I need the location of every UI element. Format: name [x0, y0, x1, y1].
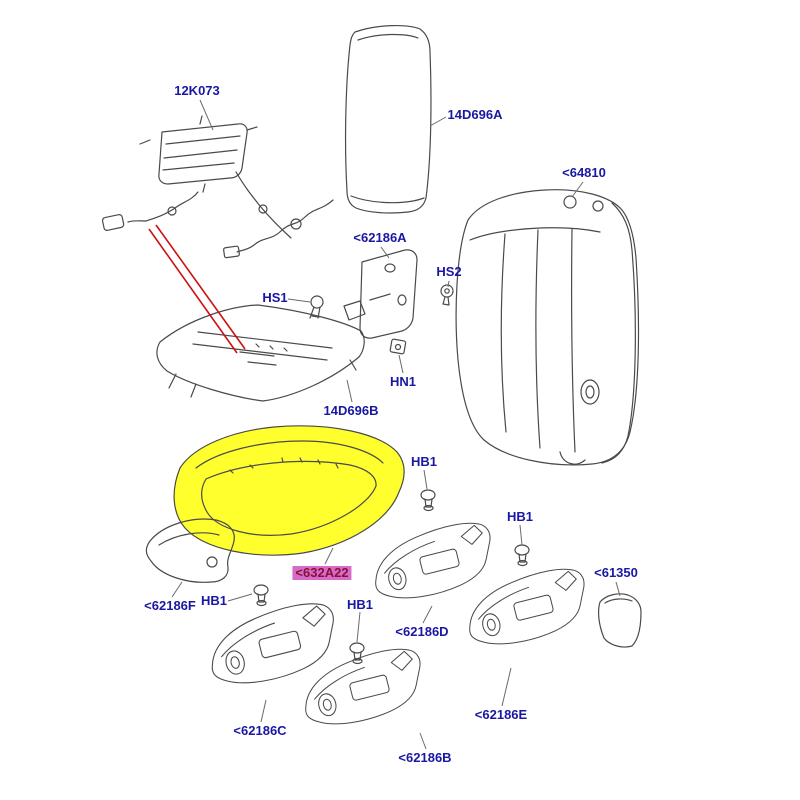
clip-hb1-icon — [253, 584, 269, 607]
seat-cushion-highlighted-drawing — [173, 425, 405, 556]
screw-hs2-icon — [440, 284, 454, 306]
part-label-12k073: 12K073 — [174, 83, 220, 98]
part-label-62186b: <62186B — [398, 750, 452, 765]
part-label-62186d: <62186D — [395, 624, 449, 639]
trim-62186e-drawing — [459, 562, 595, 654]
part-label-hn1: HN1 — [389, 374, 417, 389]
part-label-hb1-4: HB1 — [346, 597, 374, 612]
part-label-hb1-3: HB1 — [200, 593, 228, 608]
clip-hb1-icon — [514, 544, 530, 567]
side-bracket-drawing — [343, 249, 418, 339]
trim-62186b-drawing — [295, 642, 431, 734]
part-label-62186f: <62186F — [144, 598, 196, 613]
red-leader-lines — [148, 224, 246, 354]
trim-62186d-drawing — [365, 516, 501, 608]
part-label-62186a: <62186A — [353, 230, 407, 245]
part-label-14d696a: 14D696A — [447, 107, 503, 122]
part-label-hs1: HS1 — [262, 290, 288, 305]
part-label-632a22-highlighted: <632A22 — [292, 565, 352, 581]
part-label-hs2: HS2 — [436, 264, 462, 279]
backrest-cable-drawing — [223, 199, 334, 259]
label-leader-lines — [171, 99, 621, 750]
nut-hn1-icon — [389, 338, 407, 355]
part-label-62186c: <62186C — [233, 723, 287, 738]
part-label-14d696b: 14D696B — [323, 403, 379, 418]
wire-harness-drawing — [101, 115, 292, 239]
part-label-hb1-1: HB1 — [410, 454, 438, 469]
part-label-61350: <61350 — [594, 565, 638, 580]
backrest-cushion-drawing — [455, 189, 640, 466]
left-trim-drawing — [145, 518, 235, 583]
flap-61350-drawing — [598, 593, 642, 648]
clip-hb1-icon — [420, 489, 436, 512]
part-label-64810: <64810 — [562, 165, 606, 180]
back-panel-drawing — [344, 24, 432, 214]
seat-pan-drawing — [156, 304, 365, 402]
part-label-hb1-2: HB1 — [506, 509, 534, 524]
part-label-62186e: <62186E — [474, 707, 528, 722]
trim-62186c-drawing — [201, 596, 345, 694]
